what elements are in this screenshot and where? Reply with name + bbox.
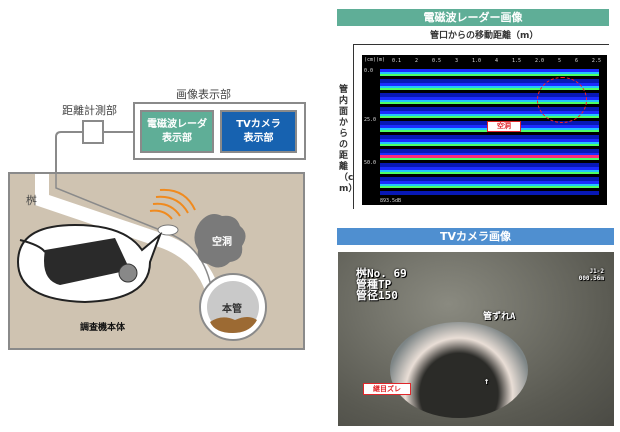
x-tick: 5 [557, 58, 561, 64]
device-label: 調査機本体 [80, 323, 126, 333]
x-axis-arrow [353, 44, 609, 45]
x-tick: 4 [494, 58, 498, 64]
radar-x-ticks: 0.1 2 0.5 3 1.0 4 1.5 2.0 5 6 2.5 [392, 58, 601, 64]
radar-display-box: 電磁波レーダ表示部 [140, 110, 214, 153]
osd-pipe-type: 管種TP [356, 278, 392, 291]
distance-meter-box [82, 120, 104, 144]
radar-footer: 893.5dB [380, 198, 402, 204]
cavity-highlight-circle [537, 77, 587, 123]
y-tick: 0.0 [364, 68, 374, 74]
radar-display-line2: 表示部 [162, 133, 192, 144]
cavity-shape [194, 214, 246, 268]
x-tick: 0.1 [392, 58, 402, 64]
display-unit-label: 画像表示部 [176, 88, 231, 101]
tv-display-line2: 表示部 [243, 133, 274, 144]
x-tick: 0.5 [431, 58, 442, 64]
radar-reflection-band [380, 155, 599, 158]
osd-distance: 000.56m [578, 275, 604, 282]
osd-id: J1-2 [589, 268, 604, 275]
radar-units: (cm)(m) [364, 57, 386, 63]
y-axis-arrow [353, 44, 354, 209]
distance-unit-label: 距離計測部 [62, 104, 117, 117]
main-pipe-label: 本管 [222, 304, 242, 315]
radar-image: (cm)(m) 0.1 2 0.5 3 1.0 4 1.5 2.0 5 6 2.5 0.0 25.0… [362, 55, 607, 205]
tv-display-box: TVカメラ表示部 [220, 110, 297, 153]
tv-display-line1: TVカメラ [236, 119, 281, 130]
x-tick: 6 [574, 58, 578, 64]
x-tick: 2.0 [534, 58, 544, 64]
radar-wave-icon [149, 188, 196, 220]
y-tick: 50.0 [364, 160, 377, 166]
x-tick: 3 [454, 58, 458, 64]
catch-basin-label: 桝 [26, 194, 37, 207]
osd-basin-no: 桝No. 69 [356, 267, 407, 280]
device-image [44, 238, 130, 285]
cavity-label: 空洞 [212, 237, 232, 248]
radar-header: 電磁波レーダー画像 [337, 9, 609, 26]
pipe-opening [390, 322, 528, 418]
radar-y-axis-title: 管内面からの距離（cm） [339, 85, 358, 194]
pipe-diagram [16, 131, 267, 341]
osd-pipe-diameter: 管径150 [356, 289, 398, 302]
x-tick: 1.0 [471, 58, 481, 64]
radar-x-axis-title: 管口からの移動距離（m） [430, 31, 539, 41]
osd-pipe-shift: 管ずれA [483, 312, 516, 322]
radar-display-line1: 電磁波レーダ [147, 119, 207, 130]
x-tick: 2.5 [591, 58, 601, 64]
up-arrow-icon: ↑ [484, 377, 490, 387]
y-tick: 25.0 [364, 117, 377, 123]
probe-icon [157, 224, 179, 236]
radar-cavity-callout: 空洞 [487, 121, 521, 132]
x-tick: 1.5 [511, 58, 521, 64]
tv-joint-shift-callout: 継目ズレ [363, 383, 411, 395]
tv-header: TVカメラ画像 [337, 228, 614, 245]
x-tick: 2 [415, 58, 419, 64]
